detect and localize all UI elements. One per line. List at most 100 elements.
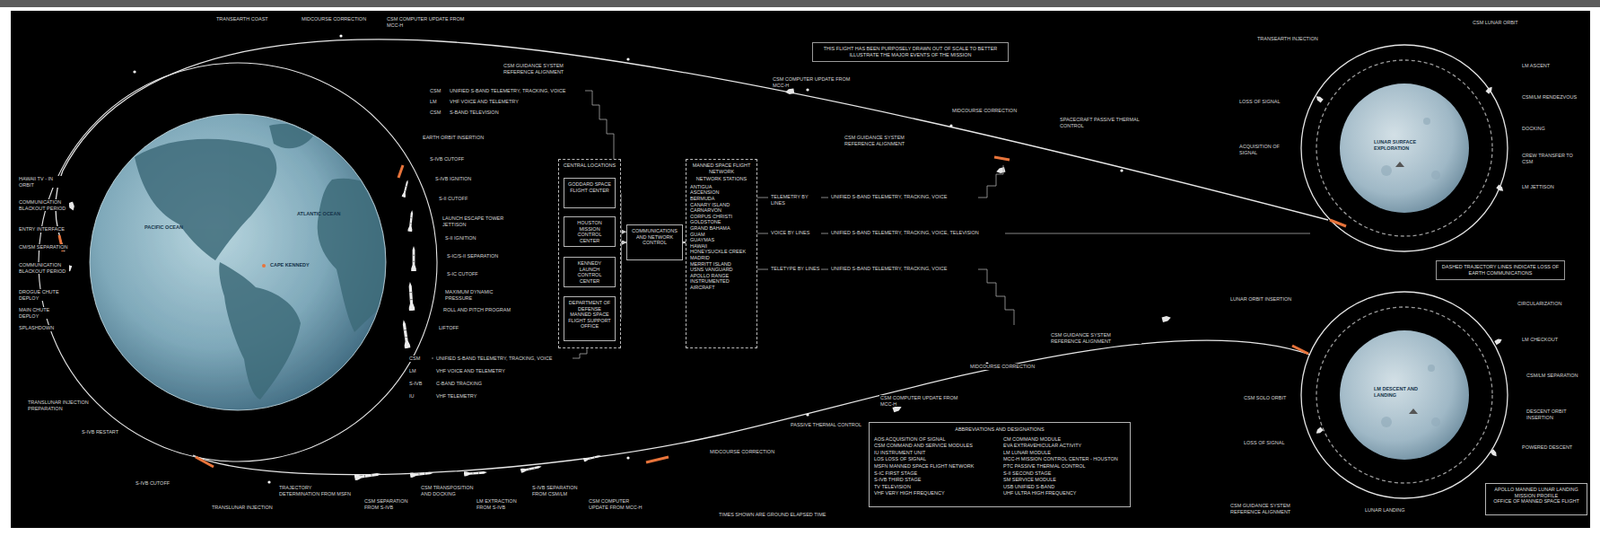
communications-box: COMMUNICATIONS AND NETWORK CONTROL bbox=[626, 224, 683, 261]
control-center-box: KENNEDY LAUNCH CONTROL CENTER bbox=[563, 256, 616, 288]
earth-globe bbox=[269, 123, 315, 149]
event-label: MIDCOURSE CORRECTION bbox=[969, 363, 1036, 370]
node-text: TV TELEVISION bbox=[874, 483, 997, 490]
node-text: HAWAII bbox=[690, 243, 753, 250]
event-label: S-IC/S-II SEPARATION bbox=[445, 253, 499, 260]
node-text: CARNARVON bbox=[690, 207, 753, 214]
node-heading: DASHED TRAJECTORY LINES INDICATE LOSS OF… bbox=[1439, 263, 1562, 276]
event-label: TRANSEARTH INJECTION bbox=[1256, 35, 1320, 43]
event-label: LUNAR LANDING bbox=[1363, 507, 1407, 514]
node-text: GRAND BAHAMA bbox=[690, 225, 753, 232]
moon-globe bbox=[1339, 83, 1469, 213]
event-label: UNIFIED S-BAND TELEMETRY, TRACKING, VOIC… bbox=[448, 87, 567, 95]
event-label: CSM TRANSPOSITION AND DOCKING bbox=[419, 484, 476, 497]
node-text: USB UNIFIED S-BAND bbox=[1003, 483, 1126, 490]
spacecraft-icon bbox=[354, 471, 383, 481]
event-label: TRANSEARTH COAST bbox=[215, 16, 270, 23]
event-label: LM JETTISON bbox=[1521, 183, 1556, 191]
node-text: BERMUDA bbox=[690, 195, 753, 202]
event-label: CSM COMPUTER UPDATE FROM MCC-H bbox=[879, 394, 962, 407]
communication-link bbox=[585, 90, 614, 159]
event-label: CSM COMPUTER UPDATE FROM MCC-H bbox=[587, 498, 648, 510]
node-text: VHF VERY HIGH FREQUENCY bbox=[874, 489, 997, 497]
map-label: PACIFIC OCEAN bbox=[143, 224, 184, 231]
moon-globe bbox=[1427, 364, 1435, 372]
trajectory-line bbox=[1301, 44, 1508, 252]
event-label: MIDCOURSE CORRECTION bbox=[708, 448, 776, 455]
event-dot bbox=[805, 412, 809, 416]
node-text: CORPUS CHRISTI bbox=[690, 213, 753, 220]
event-label: S-IVB bbox=[408, 380, 423, 387]
event-label: TELEMETRY BY LINES bbox=[769, 193, 822, 206]
event-label: COMMUNICATION BLACKOUT PERIOD bbox=[17, 199, 70, 211]
node-text: CSM COMMAND AND SERVICE MODULES bbox=[874, 442, 997, 449]
communication-link bbox=[757, 269, 769, 271]
event-label: LOSS OF SIGNAL bbox=[1238, 98, 1282, 105]
map-label: LUNAR SURFACE EXPLORATION bbox=[1372, 139, 1438, 151]
map-label: ATLANTIC OCEAN bbox=[296, 210, 341, 218]
event-label: CSM bbox=[428, 87, 442, 95]
event-label: UNIFIED S-BAND TELEMETRY, TRACKING, VOIC… bbox=[830, 229, 980, 237]
node-text: GOLDSTONE bbox=[690, 218, 753, 226]
node-text: MADRID bbox=[690, 254, 753, 262]
spacecraft-icon bbox=[1485, 85, 1494, 95]
event-label: S-IVB SEPARATION FROM CSM/LM bbox=[531, 484, 587, 497]
event-label: LM EXTRACTION FROM S-IVB bbox=[475, 498, 532, 510]
node-text: LM LUNAR MODULE bbox=[1003, 449, 1126, 456]
engine-burn bbox=[1329, 219, 1347, 227]
node-heading: ABBREVIATIONS AND DESIGNATIONS bbox=[874, 426, 1126, 433]
abbreviations-table: ABBREVIATIONS AND DESIGNATIONS AOS ACQUIS… bbox=[868, 421, 1131, 508]
communication-link bbox=[978, 269, 1015, 325]
spacecraft-icon bbox=[463, 469, 488, 476]
spacecraft-icon bbox=[1495, 183, 1505, 193]
event-label: ENTRY INTERFACE bbox=[17, 226, 66, 233]
node-text: AOS ACQUISITION OF SIGNAL bbox=[874, 436, 997, 443]
earth-globe bbox=[134, 123, 400, 400]
node-text: S-IVB THIRD STAGE bbox=[874, 476, 997, 483]
node-text: GUAM bbox=[690, 231, 753, 238]
event-label: TIMES SHOWN ARE GROUND ELAPSED TIME bbox=[717, 511, 827, 518]
engine-burn bbox=[646, 456, 669, 463]
node-heading: KENNEDY LAUNCH CONTROL CENTER bbox=[567, 260, 613, 284]
event-label: UNIFIED S-BAND TELEMETRY, TRACKING, VOIC… bbox=[435, 355, 553, 362]
event-label: VHF VOICE AND TELEMETRY bbox=[435, 367, 507, 375]
moon-globe bbox=[1381, 416, 1392, 428]
earth-globe bbox=[89, 113, 386, 411]
communication-link bbox=[431, 358, 434, 359]
earth-globe bbox=[134, 139, 277, 261]
event-label: C-BAND TRACKING bbox=[435, 380, 483, 387]
communication-link bbox=[821, 197, 829, 199]
moon-globe bbox=[1431, 417, 1441, 427]
black-panel bbox=[10, 10, 1591, 528]
spacecraft-icon bbox=[1395, 161, 1418, 414]
event-label: COMMUNICATION BLACKOUT PERIOD bbox=[17, 262, 70, 274]
event-label: CSM/LM RENDEZVOUS bbox=[1521, 94, 1578, 101]
node-text: GUAYMAS bbox=[690, 236, 753, 244]
spacecraft-icon bbox=[1314, 94, 1324, 103]
spacecraft-icon bbox=[1162, 314, 1172, 323]
title-block: APOLLO MANNED LUNAR LANDING MISSION PROF… bbox=[1485, 482, 1588, 516]
event-label: CSM COMPUTER UPDATE FROM MCC-H bbox=[771, 76, 855, 88]
engine-burn bbox=[195, 456, 214, 467]
communication-link bbox=[821, 233, 829, 235]
event-label: ROLL AND PITCH PROGRAM bbox=[442, 306, 512, 314]
communication-link bbox=[572, 348, 587, 359]
node-heading: MANNED SPACE FLIGHT NETWORK bbox=[690, 162, 753, 175]
control-center-box: DEPARTMENT OF DEFENSE MANNED SPACE FLIGH… bbox=[563, 296, 616, 341]
event-label: HAWAII TV - IN ORBIT bbox=[17, 175, 70, 188]
event-label: S-IVB CUTOFF bbox=[428, 156, 465, 163]
node-text: USNS VANGUARD bbox=[690, 266, 753, 273]
node-text: S-II SECOND STAGE bbox=[1003, 470, 1126, 477]
trajectory-line bbox=[1316, 60, 1493, 237]
node-text: EVA EXTRAVEHICULAR ACTIVITY bbox=[1003, 442, 1126, 449]
communication-link bbox=[978, 165, 1004, 198]
event-label: SPLASHDOWN bbox=[17, 324, 55, 332]
trajectory-line bbox=[38, 39, 1508, 499]
moon-globe bbox=[1431, 170, 1441, 180]
moon-globe bbox=[1381, 165, 1392, 176]
event-label: POWERED DESCENT bbox=[1521, 444, 1574, 451]
engine-burn bbox=[1292, 345, 1309, 354]
event-label: S-IVB IGNITION bbox=[434, 175, 473, 183]
node-text: CM COMMAND MODULE bbox=[1003, 436, 1126, 443]
event-label: S-II IGNITION bbox=[444, 235, 478, 242]
